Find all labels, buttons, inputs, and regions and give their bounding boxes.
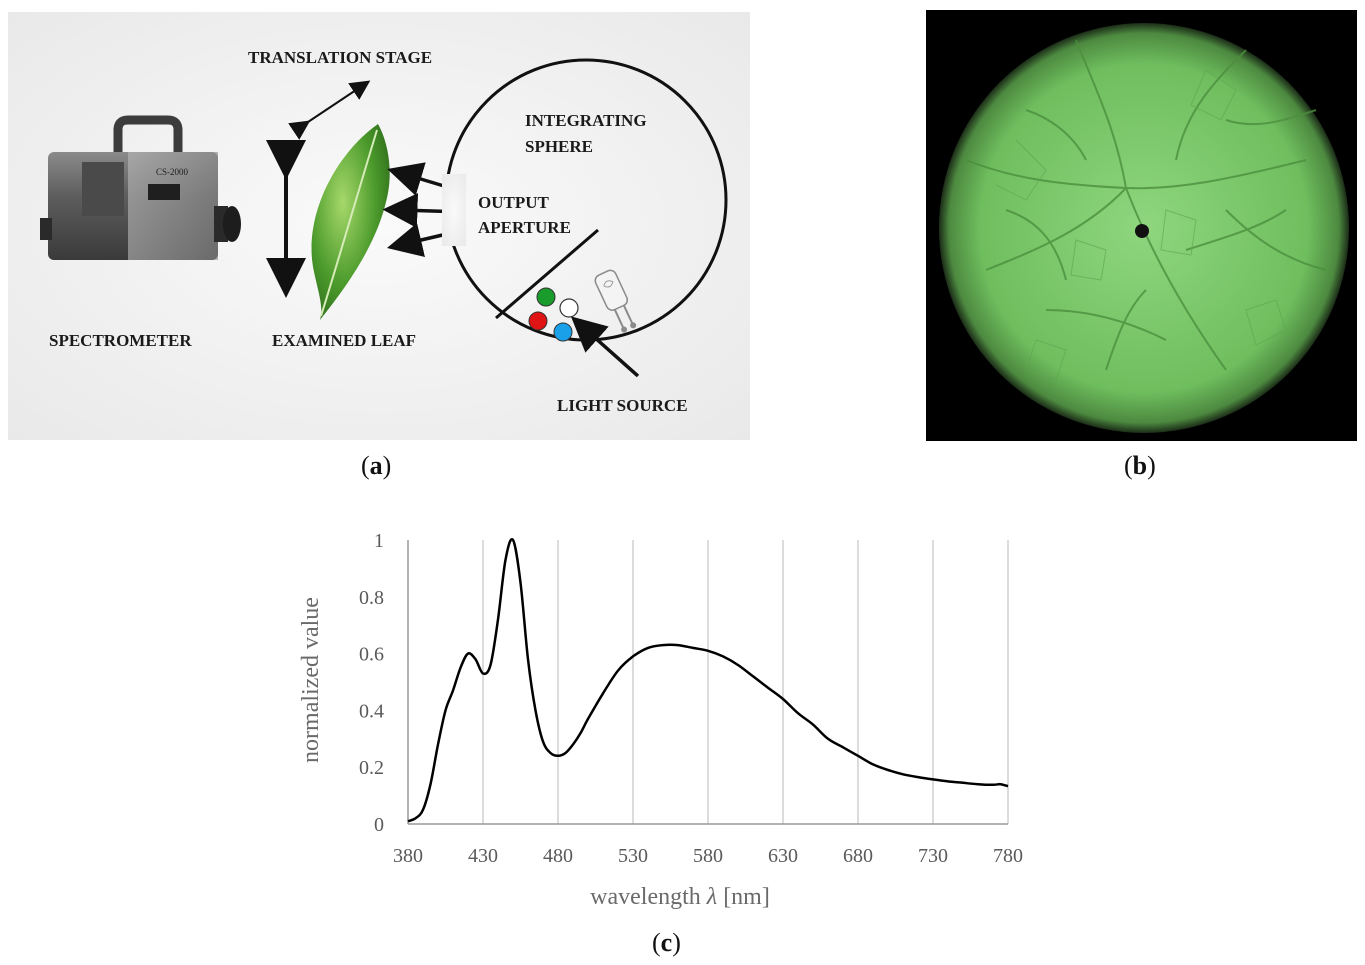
x-tick-label-430: 430 [468,845,498,867]
y-tick-label-0.4: 0.4 [359,700,384,722]
spectrometer-model-text: CS-2000 [156,167,189,177]
y-tick-label-0: 0 [374,814,384,836]
baffle [495,228,599,320]
caption-c: (c) [652,928,681,957]
x-tick-labels: 380 430 480 530 580 630 680 730 780 [393,845,1023,867]
y-tick-label-0.8: 0.8 [359,587,384,609]
leaf-microscope-image [926,10,1357,441]
leaf-veins [965,39,1327,371]
x-tick-label-630: 630 [768,845,798,867]
x-axis-label-symbol: λ [706,884,717,910]
integrating-label: INTEGRATING [525,111,647,130]
sphere-label: SPHERE [525,137,593,156]
x-tick-label-680: 680 [843,845,873,867]
caption-b-letter: b [1132,451,1148,480]
x-tick-label-480: 480 [543,845,573,867]
leaf-microscope-svg [926,10,1357,441]
caption-a: (a) [361,451,392,480]
setup-diagram: CS-2000 SPECTROMETER TRANSLATION STAGE E… [8,12,750,440]
spectrum-chart: 0 0.2 0.4 0.6 0.8 1 380 430 480 530 580 630 680 730 7… [280,520,1060,920]
halogen-lamp-icon [594,269,637,333]
examined-leaf [311,124,390,320]
x-tick-label-530: 530 [618,845,648,867]
led-green [536,287,556,307]
y-tick-labels: 0 0.2 0.4 0.6 0.8 1 [359,530,384,836]
aperture-label: APERTURE [478,218,571,237]
x-tick-label-380: 380 [393,845,423,867]
spectrum-chart-svg: 0 0.2 0.4 0.6 0.8 1 380 430 480 530 580 630 680 730 7… [298,530,1023,910]
x-tick-label-780: 780 [993,845,1023,867]
output-aperture-gap [442,174,466,246]
setup-diagram-svg: CS-2000 SPECTROMETER TRANSLATION STAGE E… [8,12,750,440]
x-tick-label-730: 730 [918,845,948,867]
x-axis-label-suffix: [nm] [717,884,770,910]
y-tick-label-0.2: 0.2 [359,757,384,779]
caption-c-letter: c [660,928,673,957]
x-tick-label-580: 580 [693,845,723,867]
light-source-label: LIGHT SOURCE [557,396,688,415]
translation-arrow-diagonal [288,80,371,140]
light-source-arrow [570,316,640,378]
spectrometer-label: SPECTROMETER [49,331,192,350]
spectrometer-device: CS-2000 [40,115,241,260]
measurement-spot [1135,224,1149,238]
examined-leaf-label: EXAMINED LEAF [272,331,416,350]
x-axis-label-prefix: wavelength [590,884,707,910]
y-axis-label: normalized value [298,597,324,763]
caption-b: (b) [1124,451,1156,480]
x-axis-label: wavelength λ [nm] [590,884,770,910]
led-blue [553,322,573,342]
caption-a-letter: a [369,451,383,480]
chart-grid [407,540,1009,825]
y-tick-label-1: 1 [374,530,384,552]
output-label: OUTPUT [478,193,550,212]
led-red [528,311,548,331]
spectrum-line [407,537,1009,823]
translation-stage-label: TRANSLATION STAGE [248,48,432,67]
y-tick-label-0.6: 0.6 [359,644,384,666]
led-white [559,298,579,318]
